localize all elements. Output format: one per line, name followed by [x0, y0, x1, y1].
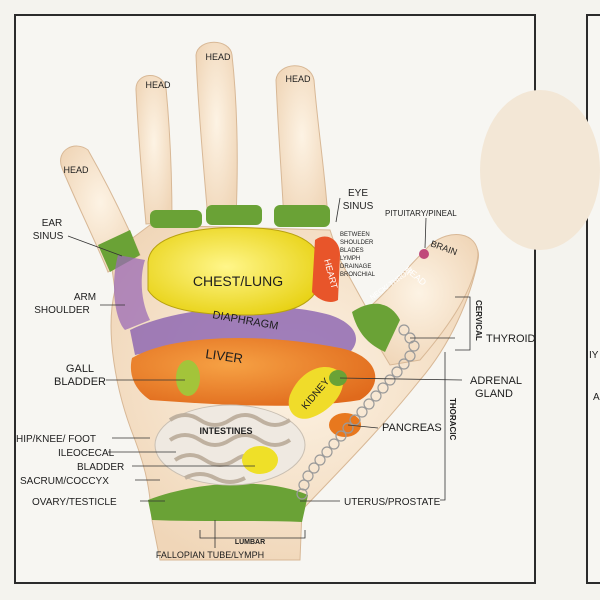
- heart-zone: [312, 236, 340, 303]
- between-label-3: BLADES: [340, 248, 364, 254]
- pituitary-pineal-label: PITUITARY/PINEAL: [385, 209, 457, 218]
- middle-finger-head-label: HEAD: [205, 52, 231, 62]
- wrist-band: [148, 483, 308, 522]
- adrenal-label: ADRENAL: [470, 375, 522, 387]
- index-finger-band: [274, 205, 330, 227]
- between-label-5: DRAINAGE: [340, 264, 371, 270]
- between-label-6: BRONCHIAL: [340, 272, 376, 278]
- background-hand-shadow: [480, 90, 600, 250]
- pancreas-label: PANCREAS: [382, 422, 442, 434]
- thyroid-label: THYROID: [486, 333, 536, 345]
- chest-lung-zone: [147, 227, 323, 316]
- liver-label: LIVER: [205, 346, 244, 366]
- intestines-zone: [154, 404, 306, 486]
- leader-lines: [67, 197, 471, 548]
- ileocecal-label: ILEOCECAL: [58, 448, 115, 459]
- between-label-4: LYMPH: [340, 256, 360, 262]
- pituitary-spot: [419, 249, 429, 259]
- thoracic-label: THORACIC: [448, 398, 457, 440]
- arm-shoulder-zone: [114, 255, 150, 330]
- ring-finger: [135, 75, 173, 225]
- gland-label: GLAND: [475, 388, 513, 400]
- sinus-label-left: SINUS: [33, 231, 64, 242]
- hip-knee-foot-label: HIP/KNEE/ FOOT: [16, 434, 96, 445]
- fallopian-tube-lymph-label: FALLOPIAN TUBE/LYMPH: [156, 550, 264, 560]
- adrenal-gland-spot: [329, 370, 347, 386]
- clipped-label-2: A: [593, 392, 600, 403]
- sinus-label-right: SINUS: [343, 201, 374, 212]
- chest-lung-label: CHEST/LUNG: [193, 273, 283, 289]
- lumbar-label: LUMBAR: [235, 539, 265, 546]
- between-label-1: BETWEEN: [340, 232, 370, 238]
- index-finger-head-label: HEAD: [285, 74, 311, 84]
- sacrum-coccyx-label: SACRUM/COCCYX: [20, 476, 109, 487]
- intestines-label: INTESTINES: [199, 426, 252, 436]
- spine: [296, 324, 420, 500]
- between-label-2: SHOULDER: [340, 240, 374, 246]
- middle-finger-band: [206, 205, 262, 225]
- gall-bladder-zone: [176, 360, 200, 396]
- gall-bladder-label: BLADDER: [54, 376, 106, 388]
- ring-finger-head-label: HEAD: [145, 80, 171, 90]
- ring-finger-band: [150, 210, 202, 228]
- arm-label: ARM: [74, 292, 96, 303]
- middle-finger: [195, 41, 238, 221]
- little-finger-head-label: HEAD: [63, 165, 89, 175]
- shoulder-label: SHOULDER: [34, 305, 90, 316]
- eye-label: EYE: [348, 188, 368, 199]
- gall-label: GALL: [66, 363, 94, 375]
- ear-label: EAR: [42, 218, 63, 229]
- bladder-label: BLADDER: [77, 462, 124, 473]
- bladder-zone: [242, 446, 278, 474]
- index-finger: [275, 65, 329, 223]
- ear-sinus-band: [98, 230, 140, 272]
- reflex-bands: [98, 205, 400, 522]
- ovary-testicle-label: OVARY/TESTICLE: [32, 497, 117, 508]
- uterus-prostate-label: UTERUS/PROSTATE: [344, 497, 441, 508]
- pancreas-zone: [329, 413, 361, 437]
- clipped-label-1: IY: [589, 350, 599, 361]
- neck-throat-band: [352, 303, 400, 352]
- cervical-label: CERVICAL: [474, 300, 483, 341]
